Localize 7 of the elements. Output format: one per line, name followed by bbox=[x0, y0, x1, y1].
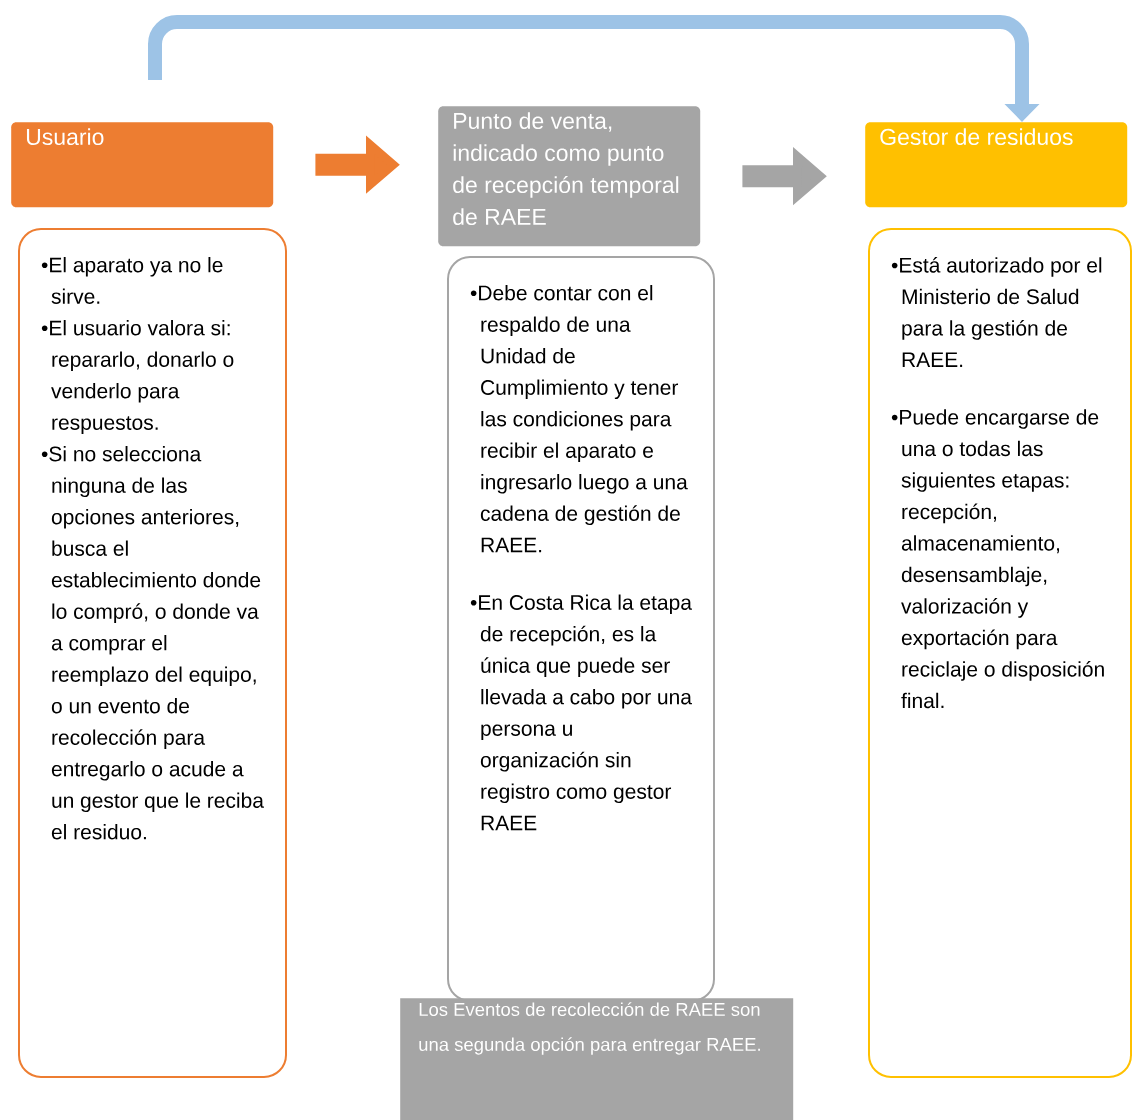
note-box: Los Eventos de recolección de RAEE son una segunda opción para entregar RAEE. bbox=[400, 998, 794, 1120]
header-box: Punto de venta, indicado como punto de recepción temporal de RAEE bbox=[438, 106, 701, 247]
bullet-list-box: •El aparato ya no le sirve. •El usuario valora si: repararlo, donarlo o venderlo para respuestos. •Si no selecciona ninguna de las opciones anteriores, busca el establecimiento donde lo compró, o donde va a comprar el reemplazo del equipo, o un evento de recolección para entregarlo o acude a un gestor que le reciba el residuo. bbox=[18, 228, 287, 1078]
bullet-list-box: •Está autorizado por el Ministerio de Salud para la gestión de RAEE. •Puede encargarse de una o todas las siguientes etapas: recepción, almacenamiento, desensamblaje, valorización y exportación para reciclaje o disposición final. bbox=[868, 228, 1132, 1078]
header-box: Usuario bbox=[11, 122, 274, 208]
header-box: Gestor de residuos bbox=[865, 122, 1128, 208]
bullet-list-box: •Debe contar con el respaldo de una Unidad de Cumplimiento y tener las condiciones para recibir el aparato e ingresarlo luego a una cadena de gestión de RAEE. •En Costa Rica la etapa de recepción, es la única que puede ser llevada a cabo por una persona u organización sin registro como gestor RAEE bbox=[447, 256, 715, 1002]
